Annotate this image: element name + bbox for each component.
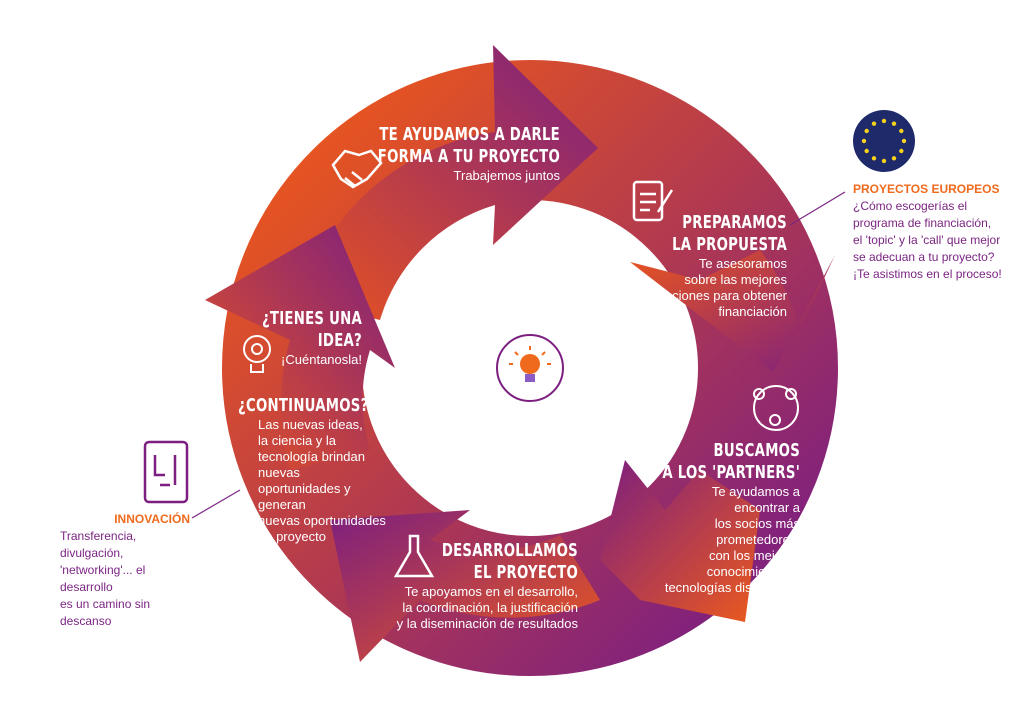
step-title: EL PROYECTO	[473, 562, 578, 583]
eu-star	[881, 118, 887, 124]
arrow-left	[205, 225, 395, 470]
step-text: Te apoyamos en el desarrollo,	[404, 584, 578, 599]
step-text: la ciencia y la	[258, 433, 337, 448]
innovation-text: Transferencia, divulgación,	[60, 529, 137, 560]
step-continue: ¿CONTINUAMOS? Las nuevas ideas, la cienc…	[238, 395, 398, 545]
step-text: con los mejores	[708, 548, 800, 563]
step-text: conocimientos y	[706, 564, 800, 579]
europe-note: PROYECTOS EUROPEOS ¿Cómo escogerías el p…	[853, 181, 1002, 283]
step-text: sobre las mejores	[684, 272, 787, 287]
step-text: y la diseminación de resultados	[396, 616, 578, 631]
step-text: tecnología brindan nuevas	[258, 449, 365, 480]
europe-text: ¡Te asistimos en el proceso!	[853, 267, 1002, 281]
step-text: los socios más	[714, 516, 800, 531]
arrow-right	[630, 250, 835, 372]
innovation-note: INNOVACIÓN Transferencia, divulgación, '…	[60, 511, 190, 630]
step-text: opciones para obtener	[657, 288, 787, 303]
step-text: tecnologías disponibles	[664, 580, 800, 595]
innovation-title: INNOVACIÓN	[114, 512, 190, 526]
step-title: FORMA A TU PROYECTO	[377, 146, 560, 167]
step-title: PREPARAMOS	[682, 212, 787, 233]
connector-europe	[789, 191, 846, 226]
step-text: de proyecto	[258, 529, 326, 544]
step-title: ¿CONTINUAMOS?	[238, 395, 369, 416]
step-text: ¡Cuéntanosla!	[281, 352, 362, 367]
step-develop: DESARROLLAMOS EL PROYECTO Te apoyamos en…	[380, 540, 578, 632]
arrow-bottom-right	[600, 460, 760, 622]
handshake-icon	[331, 149, 383, 189]
step-proposal: PREPARAMOS LA PROPUESTA Te asesoramos so…	[600, 212, 787, 320]
eu-star	[871, 121, 877, 126]
flask-icon	[393, 534, 435, 578]
step-text: Te asesoramos	[698, 256, 787, 271]
eu-star	[891, 121, 897, 126]
step-text: Te ayudamos a	[711, 484, 800, 499]
europe-text: el 'topic' y la 'call' que mejor	[853, 233, 1001, 247]
eu-flag-icon	[853, 110, 915, 172]
eu-star	[901, 138, 907, 144]
document-pen-icon	[632, 180, 674, 222]
step-text: financiación	[718, 304, 787, 319]
step-text: la coordinación, la justificación	[402, 600, 578, 615]
circuit-tablet-icon	[143, 440, 189, 504]
step-title: TE AYUDAMOS A DARLE	[379, 124, 560, 145]
step-title: IDEA?	[317, 330, 362, 351]
arrow-bottom-left	[330, 510, 600, 662]
people-network-icon	[753, 385, 799, 431]
step-title: BUSCAMOS	[713, 440, 800, 461]
europe-text: programa de financiación,	[853, 216, 992, 230]
step-shape-project: TE AYUDAMOS A DARLE FORMA A TU PROYECTO …	[300, 124, 560, 184]
eu-star	[899, 128, 904, 134]
step-title: A LOS 'PARTNERS'	[662, 462, 800, 483]
eu-star	[899, 148, 904, 154]
eu-star	[864, 148, 869, 154]
europe-title: PROYECTOS EUROPEOS	[853, 182, 1000, 196]
step-text: oportunidades y generan	[258, 481, 351, 512]
connector-innovation	[191, 489, 241, 519]
step-text: Las nuevas ideas,	[258, 417, 363, 432]
eu-star	[861, 138, 867, 144]
eu-star	[864, 128, 869, 134]
europe-text: ¿Cómo escogerías el	[853, 199, 968, 213]
step-text: nuevas oportunidades	[258, 513, 386, 528]
step-text: encontrar a	[734, 500, 800, 515]
innovation-text: 'networking'... el desarrollo	[60, 563, 146, 594]
step-title: LA PROPUESTA	[672, 234, 787, 255]
eu-star	[881, 158, 887, 164]
step-idea: ¿TIENES UNA IDEA? ¡Cuéntanosla!	[230, 308, 362, 368]
eu-star	[891, 156, 897, 161]
step-title: ¿TIENES UNA	[261, 308, 362, 329]
innovation-text: es un camino sin descanso	[60, 597, 151, 628]
europe-text: se adecuan a tu proyecto?	[853, 250, 995, 264]
step-text: prometedores,	[716, 532, 800, 547]
center-bulb-icon	[509, 346, 551, 382]
arrow-top	[300, 45, 598, 320]
step-partners: BUSCAMOS A LOS 'PARTNERS' Te ayudamos a …	[600, 440, 800, 596]
step-text: Trabajemos juntos	[453, 168, 560, 183]
eu-star	[871, 156, 877, 161]
lightbulb-gear-icon	[243, 335, 271, 373]
step-title: DESARROLLAMOS	[441, 540, 578, 561]
